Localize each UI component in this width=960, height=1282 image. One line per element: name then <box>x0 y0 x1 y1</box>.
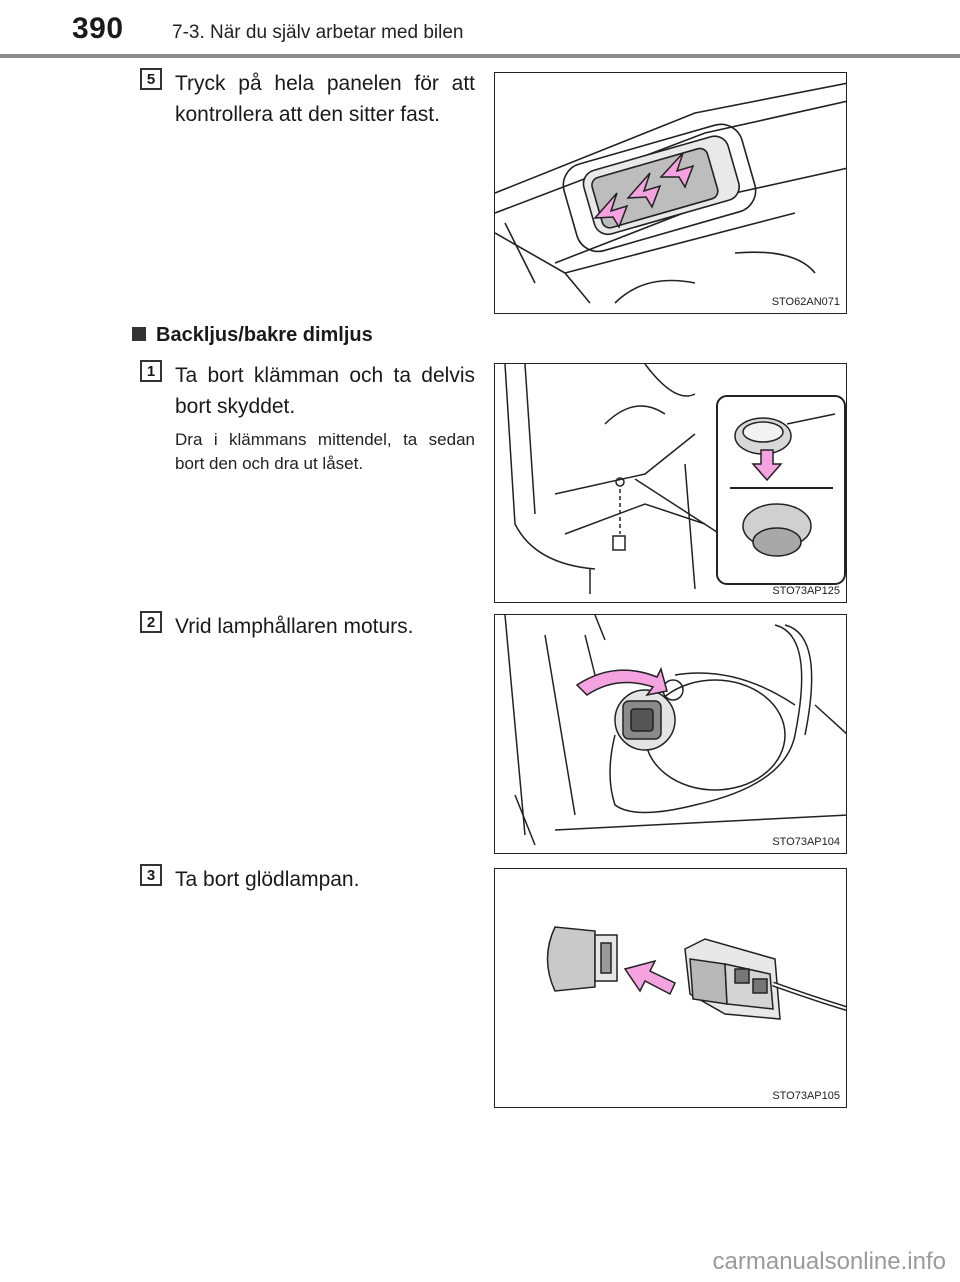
step-number-5: 5 <box>140 68 162 90</box>
step-3-text: Ta bort glödlampan. <box>175 868 360 891</box>
figure-label: STO73AP104 <box>772 836 840 848</box>
figure-step-2: STO73AP104 <box>494 614 847 854</box>
panel-illustration <box>495 82 846 304</box>
step-1-text: Ta bort klämman och ta delvis bort skydd… <box>175 364 475 418</box>
header-rule <box>0 54 960 58</box>
figure-label: STO62AN071 <box>771 296 840 308</box>
bulb-removal-illustration <box>546 926 846 1020</box>
subheading-text: Backljus/bakre dimljus <box>156 324 373 346</box>
page-number: 390 <box>72 12 124 45</box>
lamp-holder-illustration <box>504 615 846 846</box>
step-1-note: Dra i klämmans mittendel, ta sedan bort … <box>175 430 475 473</box>
figure-label: STO73AP105 <box>772 1090 840 1102</box>
bullet-square-icon <box>132 327 146 341</box>
step-number-2: 2 <box>140 611 162 633</box>
step-number-1: 1 <box>140 360 162 382</box>
figure-label: STO73AP125 <box>772 585 840 597</box>
step-2-text: Vrid lamphållaren moturs. <box>175 615 414 638</box>
page-header: 390 7-3. När du själv arbetar med bilen <box>0 0 960 58</box>
clip-removal-illustration <box>504 364 846 594</box>
step-number-3: 3 <box>140 864 162 886</box>
section-title: 7-3. När du själv arbetar med bilen <box>172 22 464 43</box>
step-5-text: Tryck på hela panelen för att kontroller… <box>175 72 475 126</box>
figure-step-1: STO73AP125 <box>494 363 847 603</box>
figure-step-3: STO73AP105 <box>494 868 847 1108</box>
figure-step-5: STO62AN071 <box>494 72 847 314</box>
subheading: Backljus/bakre dimljus <box>132 324 373 347</box>
watermark: carmanualsonline.info <box>712 1248 946 1275</box>
